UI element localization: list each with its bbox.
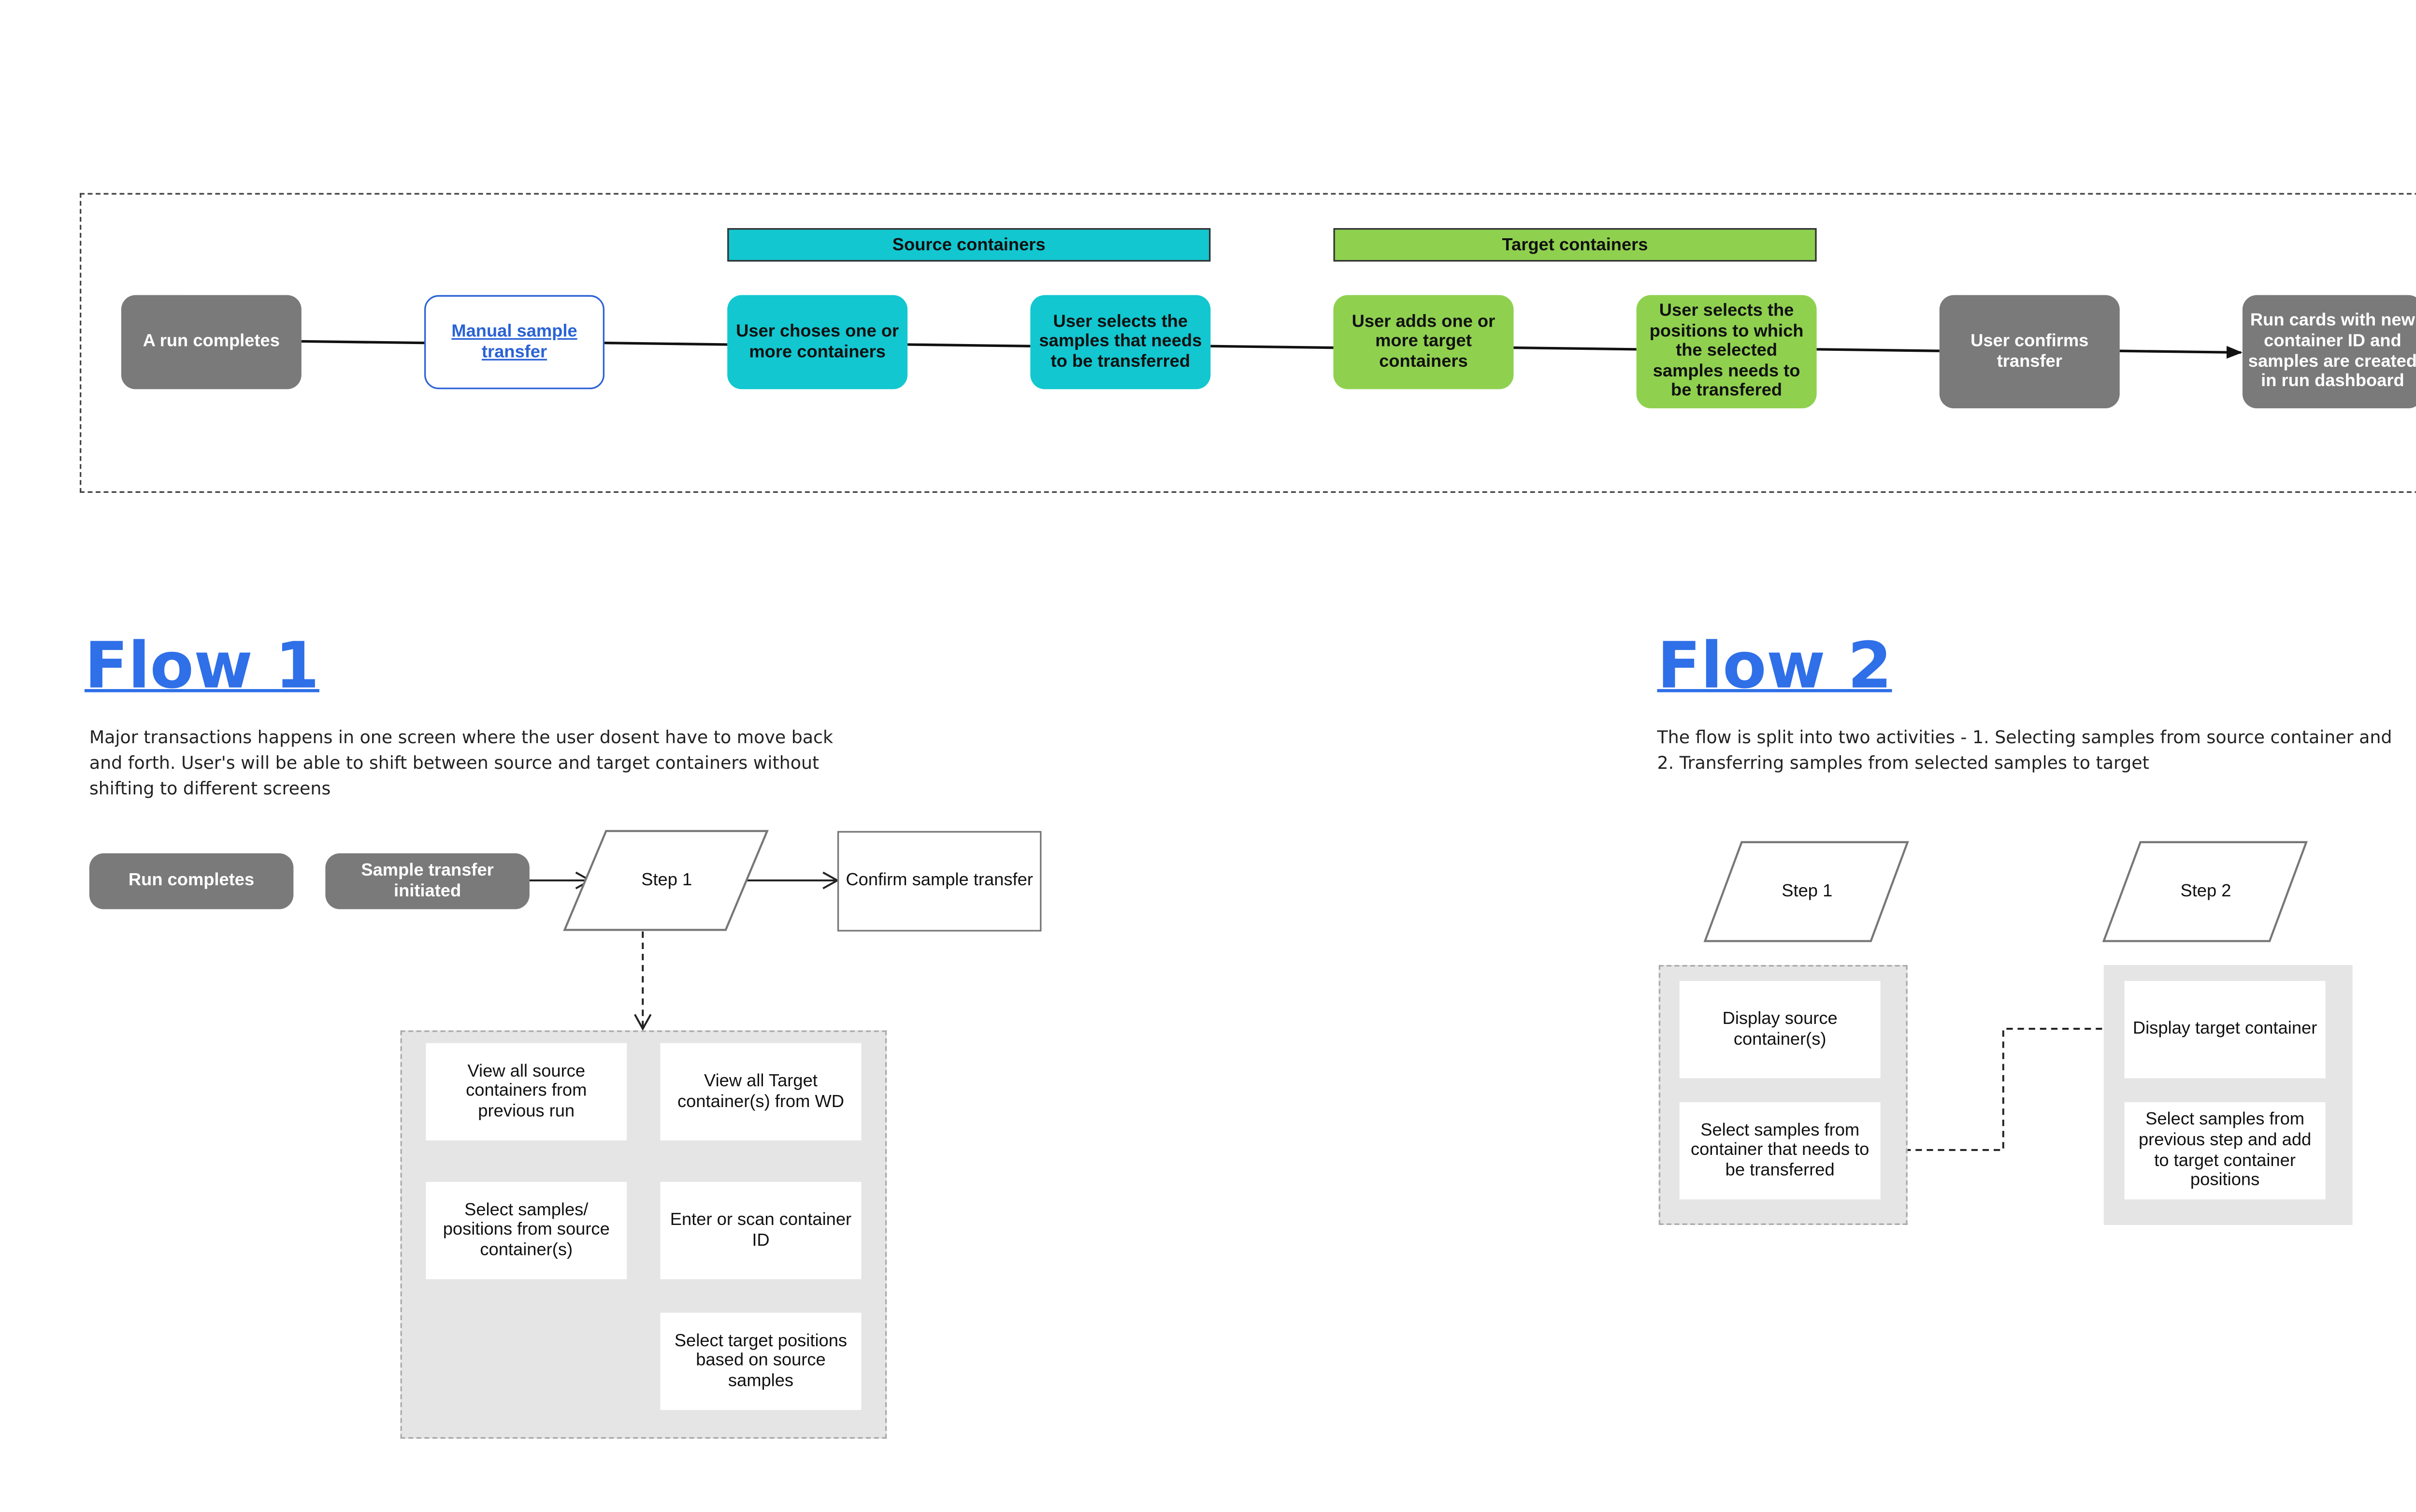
node-user-confirms-transfer: User confirms transfer: [1939, 295, 2120, 409]
flow1-step1-label: Step 1: [641, 871, 692, 890]
node-user-adds-target: User adds one or more target containers: [1333, 295, 1514, 389]
node-run-completes: A run completes: [121, 295, 302, 389]
node-user-choses-containers: User choses one or more containers: [727, 295, 908, 389]
flow2-step1-parallelogram: [1703, 841, 1909, 942]
node-user-selects-positions: User selects the positions to which the …: [1636, 295, 1817, 409]
card-display-source-containers: Display source container(s): [1679, 980, 1881, 1079]
node-run-cards-created: Run cards with new container ID and samp…: [2242, 295, 2416, 409]
flow1-run-completes: Run completes: [89, 853, 294, 909]
target-containers-band: Target containers: [1333, 228, 1817, 262]
node-manual-sample-transfer-link[interactable]: Manual sample transfer: [424, 295, 605, 389]
connector: [1513, 346, 1637, 351]
step1-parallelogram: [563, 830, 769, 931]
card-view-target-containers: View all Target container(s) from WD: [660, 1043, 862, 1141]
connector: [907, 343, 1031, 347]
flow2-step2-parallelogram: [2102, 841, 2308, 942]
card-display-target-container: Display target container: [2124, 980, 2326, 1079]
connector-dashed-arrow: [1882, 1020, 2127, 1151]
flow1-description: Major transactions happens in one screen…: [89, 727, 833, 799]
source-containers-band: Source containers: [727, 228, 1211, 262]
connector: [1210, 345, 1334, 349]
card-enter-scan-container-id: Enter or scan container ID: [660, 1181, 862, 1280]
card-view-source-containers: View all source containers from previous…: [426, 1043, 627, 1141]
flow2-step2-label: Step 2: [2180, 882, 2231, 901]
connector: [301, 340, 425, 345]
connector: [1816, 348, 1940, 352]
card-select-samples-positions: Select samples/ positions from source co…: [426, 1181, 627, 1280]
connector: [604, 342, 728, 346]
flow2-title[interactable]: Flow 2: [1657, 630, 1892, 704]
connector-arrow: [2119, 346, 2243, 359]
card-select-samples-to-transfer: Select samples from container that needs…: [1679, 1102, 1881, 1200]
flow1-title[interactable]: Flow 1: [84, 630, 319, 704]
top-flow-frame: [80, 193, 2416, 493]
flow2-step1-label: Step 1: [1782, 882, 1833, 901]
card-select-target-positions: Select target positions based on source …: [660, 1312, 862, 1410]
flow1-sample-transfer-initiated: Sample transfer initiated: [325, 853, 530, 909]
card-select-and-add-to-target: Select samples from previous step and ad…: [2124, 1102, 2326, 1200]
flow2-description: The flow is split into two activities - …: [1657, 727, 2392, 774]
flow1-confirm-transfer: Confirm sample transfer: [837, 831, 1042, 932]
node-user-selects-samples: User selects the samples that needs to b…: [1030, 295, 1211, 389]
